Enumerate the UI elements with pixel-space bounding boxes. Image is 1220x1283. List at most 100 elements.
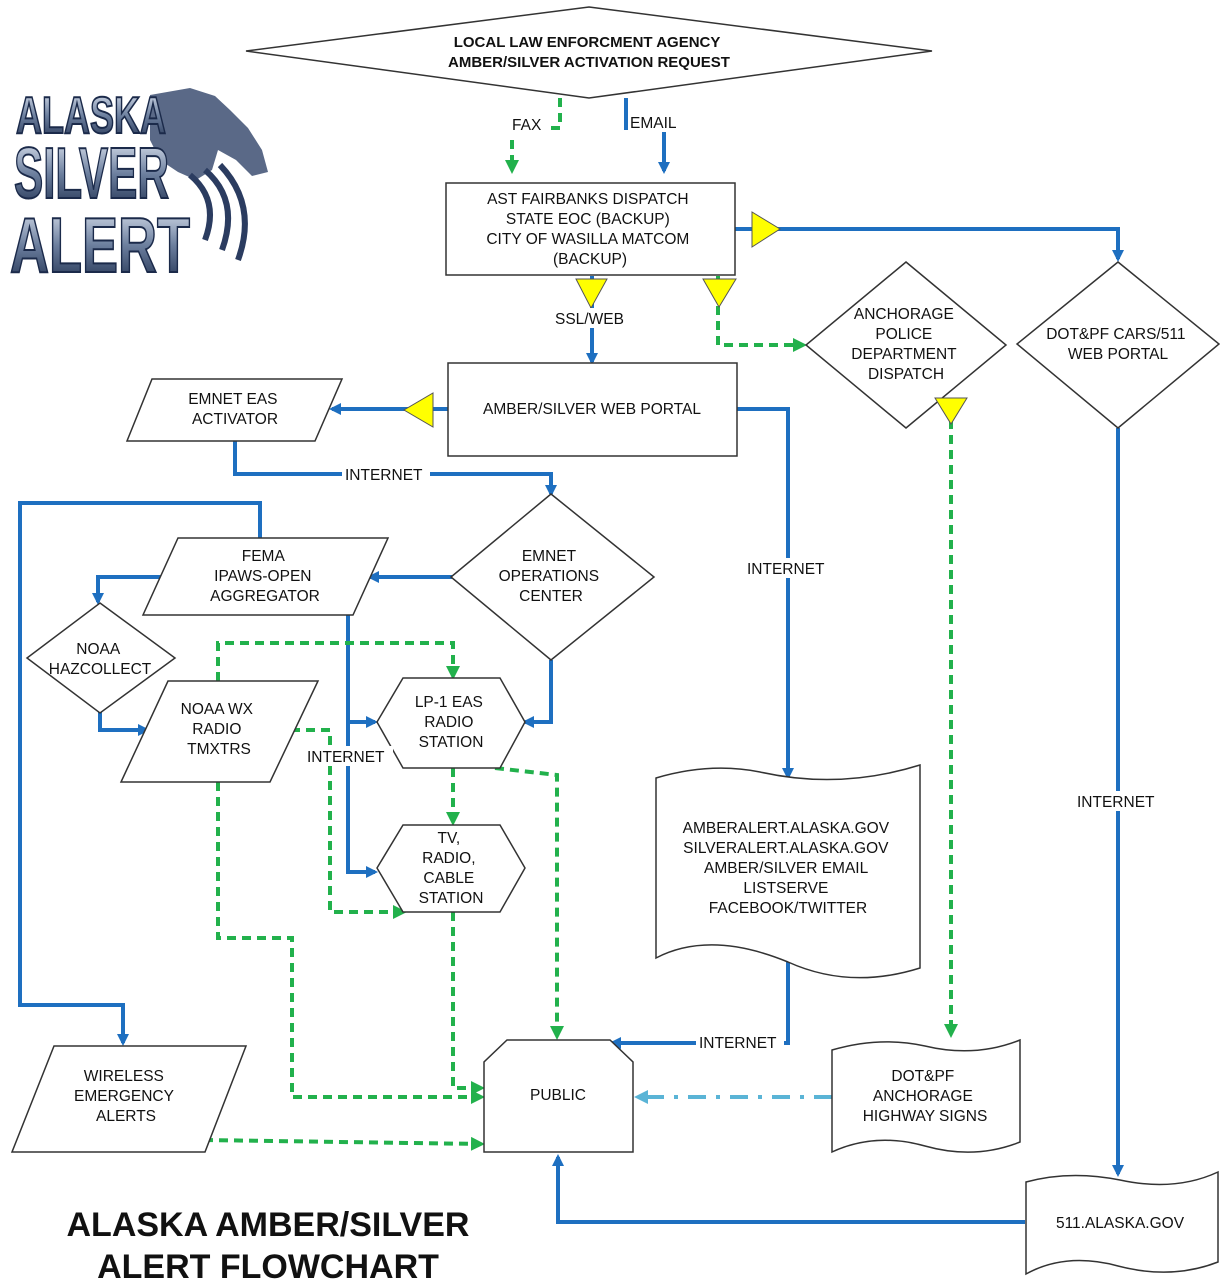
connector-markers (403, 211, 968, 428)
site-511-label: 511.ALASKA.GOV (1056, 1215, 1185, 1232)
node-wireless-alerts: WIRELESS EMERGENCY ALERTS (10, 1045, 248, 1153)
title-line-1: ALASKA AMBER/SILVER (67, 1206, 470, 1244)
websites-line-2: SILVERALERT.ALASKA.GOV (683, 840, 889, 857)
dotpf-cars-line-2: WEB PORTAL (1068, 346, 1169, 363)
websites-line-1: AMBERALERT.ALASKA.GOV (683, 820, 890, 837)
nodes: LOCAL LAW ENFORCMENT AGENCY AMBER/SILVER… (10, 6, 1220, 1276)
dispatch-line-2: STATE EOC (BACKUP) (506, 211, 670, 228)
svg-text:AMBERALERT.ALASKA.GOV: AMBERALERT.ALASKA.GOV SILVERALERT.ALASKA… (683, 820, 894, 917)
lp1-line-2: RADIO (424, 714, 473, 731)
node-noaa-hazcollect: NOAA HAZCOLLECT (25, 602, 177, 714)
edge-tv-to-public (451, 912, 485, 1095)
marker-triangle-apd (702, 278, 737, 308)
marker-triangle-activator (403, 392, 434, 428)
node-511-alaska-gov: 511.ALASKA.GOV (1025, 1170, 1219, 1276)
request-line-2: AMBER/SILVER ACTIVATION REQUEST (448, 54, 730, 71)
svg-text:PUBLIC: PUBLIC (530, 1087, 586, 1104)
node-activation-request: LOCAL LAW ENFORCMENT AGENCY AMBER/SILVER… (245, 6, 933, 99)
lp1-line-3: STATION (419, 734, 484, 751)
signs-line-1: DOT&PF (891, 1068, 954, 1085)
tv-line-2: RADIO, (422, 850, 475, 867)
edge-portal-to-websites (737, 407, 794, 780)
edge-wx-to-public (216, 782, 485, 1104)
node-websites-document: AMBERALERT.ALASKA.GOV SILVERALERT.ALASKA… (655, 763, 921, 979)
emnet-ops-line-3: CENTER (519, 588, 583, 605)
label-ssl-web: SSL/WEB (555, 311, 624, 328)
marker-triangle-signs (934, 397, 968, 425)
svg-text:EMNET OPERATIONS: EMNET OPERATIONS CENTER (499, 548, 604, 605)
node-tv-radio-cable: TV, RADIO, CABLE STATION (376, 824, 526, 913)
edge-wx-to-lp1 (216, 641, 460, 681)
alaska-map-icon (150, 88, 268, 180)
svg-text:EMNET EAS ACTIVATOR: EMNET EAS ACTIVATOR (188, 391, 282, 428)
node-lp1-eas-station: LP-1 EAS RADIO STATION (376, 677, 526, 769)
node-emnet-operations: EMNET OPERATIONS CENTER (449, 493, 656, 661)
activator-line-2: ACTIVATOR (192, 411, 278, 428)
edge-labels: FAX EMAIL SSL/WEB INTERNET INTERNET INTE… (305, 112, 1162, 1052)
edge-email (624, 98, 670, 174)
apd-line-3: DEPARTMENT (851, 346, 957, 363)
websites-line-3: AMBER/SILVER EMAIL (704, 860, 869, 877)
svg-text:DOT&PF ANCHORAGE: DOT&PF ANCHORAGE HIGHWAY SIGNS (863, 1068, 988, 1125)
apd-line-2: POLICE (875, 326, 932, 343)
svg-text:NOAA WX RADIO: NOAA WX RADIO TMXTRS (181, 701, 258, 758)
svg-text:AST FAIRBANKS DISPATCH: AST FAIRBANKS DISPATCH STATE EOC (BACKUP… (486, 191, 693, 268)
signal-waves-icon (188, 162, 248, 262)
marker-triangle-ssl (575, 278, 608, 310)
svg-text:FEMA IPAWS-OPEN: FEMA IPAWS-OPEN AGGREGATOR (210, 548, 320, 605)
svg-text:NOAA HAZCOLLECT: NOAA HAZCOLLECT (49, 641, 152, 678)
edge-wireless-to-public (203, 1136, 485, 1151)
node-emnet-eas-activator: EMNET EAS ACTIVATOR (125, 378, 344, 442)
fema-line-2: IPAWS-OPEN (214, 568, 311, 585)
websites-line-4: LISTSERVE (743, 880, 828, 897)
activator-line-1: EMNET EAS (188, 391, 277, 408)
wireless-line-2: EMERGENCY (74, 1088, 174, 1105)
title-line-2: ALERT FLOWCHART (97, 1248, 439, 1283)
svg-text:TV, RADIO, CAB: TV, RADIO, CABLE STATION (419, 830, 484, 907)
hazcollect-line-1: NOAA (76, 641, 121, 658)
dispatch-line-1: AST FAIRBANKS DISPATCH (487, 191, 689, 208)
label-internet-public: INTERNET (699, 1035, 777, 1052)
label-internet-511: INTERNET (1077, 794, 1155, 811)
node-fema-ipaws: FEMA IPAWS-OPEN AGGREGATOR (141, 537, 390, 616)
edge-fema-to-wireless (18, 501, 262, 1046)
svg-text:LP-1 EAS RADIO: LP-1 EAS RADIO STATION (415, 694, 487, 751)
noaa-wx-line-3: TMXTRS (187, 741, 251, 758)
logo-line-3: ALERT (10, 201, 190, 289)
dispatch-line-3: CITY OF WASILLA MATCOM (486, 231, 689, 248)
wireless-line-3: ALERTS (96, 1108, 156, 1125)
node-dotpf-cars-511: DOT&PF CARS/511 WEB PORTAL (1015, 261, 1220, 429)
edge-fema-to-tv (346, 722, 378, 878)
edge-511-to-public (552, 1154, 1025, 1224)
noaa-wx-line-1: NOAA WX (181, 701, 254, 718)
svg-text:DOT&PF CARS/511 WEB PO: DOT&PF CARS/511 WEB PORTAL (1046, 326, 1190, 363)
tv-line-3: CABLE (423, 870, 474, 887)
hazcollect-line-2: HAZCOLLECT (49, 661, 152, 678)
svg-text:AMBER/SILVER WEB PORTAL: AMBER/SILVER WEB PORTAL (483, 401, 701, 418)
label-internet-radio: INTERNET (307, 749, 385, 766)
node-dispatch: AST FAIRBANKS DISPATCH STATE EOC (BACKUP… (445, 182, 736, 276)
edge-emnet-to-lp1 (522, 660, 553, 728)
node-public: PUBLIC (483, 1039, 634, 1153)
edge-fema-to-hazcollect (92, 575, 166, 605)
label-fax: FAX (512, 117, 542, 134)
marker-triangle-dotpf (751, 211, 781, 248)
public-label: PUBLIC (530, 1087, 586, 1104)
svg-text:ANCHORAGE POLICE: ANCHORAGE POLICE DEPARTMENT DISPATCH (851, 306, 960, 383)
svg-text:WIRELESS EMERGENCY: WIRELESS EMERGENCY ALERTS (74, 1068, 178, 1125)
fema-line-1: FEMA (242, 548, 286, 565)
request-line-1: LOCAL LAW ENFORCMENT AGENCY (454, 34, 721, 51)
svg-text:511.ALASKA.GOV: 511.ALASKA.GOV (1056, 1215, 1185, 1232)
websites-line-5: FACEBOOK/TWITTER (709, 900, 867, 917)
node-anchorage-police: ANCHORAGE POLICE DEPARTMENT DISPATCH (804, 261, 1008, 429)
emnet-ops-line-1: EMNET (522, 548, 577, 565)
emnet-ops-line-2: OPERATIONS (499, 568, 599, 585)
logo-line-2: SILVER (14, 134, 169, 214)
dotpf-cars-line-1: DOT&PF CARS/511 (1046, 326, 1185, 343)
web-portal-label: AMBER/SILVER WEB PORTAL (483, 401, 701, 418)
node-web-portal: AMBER/SILVER WEB PORTAL (447, 362, 738, 457)
tv-line-4: STATION (419, 890, 484, 907)
lp1-line-1: LP-1 EAS (415, 694, 483, 711)
edge-fema-to-lp1 (346, 615, 378, 728)
